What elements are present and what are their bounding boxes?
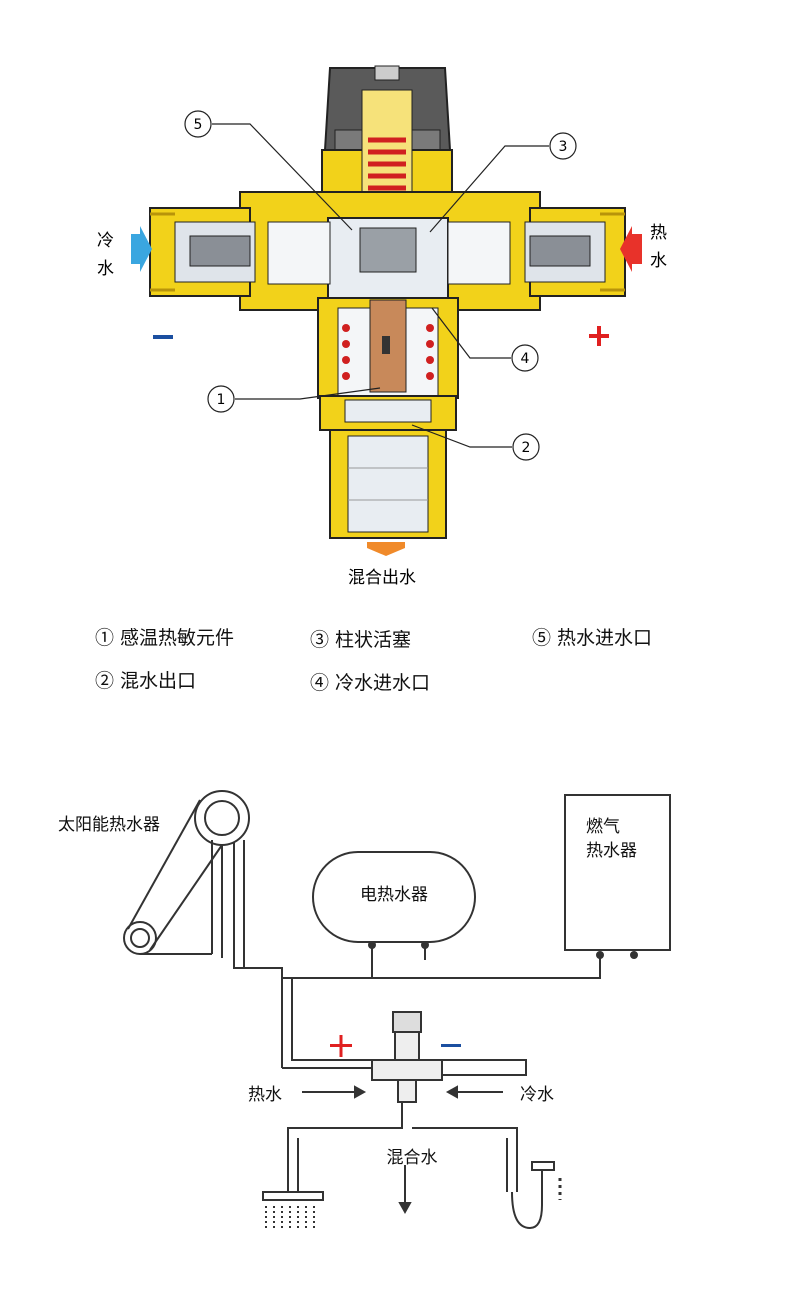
cold-inlet-arrow — [131, 226, 152, 272]
cold-arrow-head — [445, 1085, 458, 1099]
legend-item-5: ⑤ 热水进水口 — [532, 627, 653, 649]
callout-2: 2 — [512, 433, 540, 461]
callout-3: 3 — [549, 132, 577, 160]
faucet-icon — [511, 1161, 562, 1230]
cold-label-1: 冷 — [97, 231, 114, 251]
system-labels: 太阳能热水器 电热水器 燃气 热水器 热水 冷水 混合水 — [58, 815, 637, 1168]
callout-5-text: 5 — [194, 117, 203, 133]
callout-4: 4 — [511, 344, 539, 372]
mixed-line-right — [412, 1127, 518, 1192]
gas-label-1: 燃气 — [586, 817, 620, 837]
hot-inlet-port — [524, 207, 626, 297]
system-diagram — [123, 790, 671, 1230]
solar-label: 太阳能热水器 — [58, 815, 160, 835]
valve-minus-sign — [153, 335, 173, 339]
cold-water-label: 冷水 — [520, 1085, 554, 1105]
system-plus-sign — [330, 1035, 352, 1057]
outlet-arrow — [367, 542, 405, 556]
hot-label-1: 热 — [650, 223, 667, 243]
gas-label-2: 热水器 — [586, 841, 637, 861]
cold-supply-line — [425, 1059, 527, 1076]
cold-inlet-port — [149, 207, 256, 297]
top-spring — [368, 137, 406, 191]
callout-leaders — [212, 123, 549, 448]
hot-arrow-head — [354, 1085, 367, 1099]
cold-label-2: 水 — [97, 259, 114, 279]
legend-item-4: ④ 冷水进水口 — [310, 672, 431, 694]
callout-4-text: 4 — [521, 351, 530, 367]
electric-label: 电热水器 — [360, 885, 428, 905]
mixed-line-left — [287, 1102, 403, 1192]
callout-3-text: 3 — [559, 139, 568, 155]
hot-supply-line — [282, 955, 601, 979]
callout-1: 1 — [207, 385, 235, 413]
legend-item-3: ③ 柱状活塞 — [310, 629, 412, 651]
outlet-label: 混合出水 — [348, 568, 416, 588]
legend-item-2: ② 混水出口 — [95, 670, 197, 692]
solar-pipe-2 — [233, 842, 283, 1068]
callout-1-text: 1 — [217, 392, 226, 408]
lower-spring — [342, 324, 434, 380]
solar-heater — [123, 790, 250, 955]
system-minus-sign — [441, 1044, 461, 1047]
shower-head-icon — [262, 1191, 324, 1228]
hot-inlet-arrow — [620, 226, 642, 272]
hot-label-2: 水 — [650, 251, 667, 271]
hot-water-label: 热水 — [248, 1085, 282, 1105]
valve-plus-sign — [589, 326, 609, 346]
mixed-water-label: 混合水 — [387, 1148, 438, 1168]
mini-valve — [371, 1011, 443, 1103]
callout-5: 5 — [184, 110, 212, 138]
hot-supply-line-2 — [291, 978, 372, 1061]
legend-item-1: ① 感温热敏元件 — [95, 627, 235, 649]
electric-heater — [312, 851, 476, 943]
gas-heater — [564, 794, 671, 951]
piston — [359, 227, 417, 273]
callout-2-text: 2 — [522, 440, 531, 456]
valve-cutaway: 5 3 4 1 2 冷 水 热 水 混合出水 — [97, 65, 667, 588]
